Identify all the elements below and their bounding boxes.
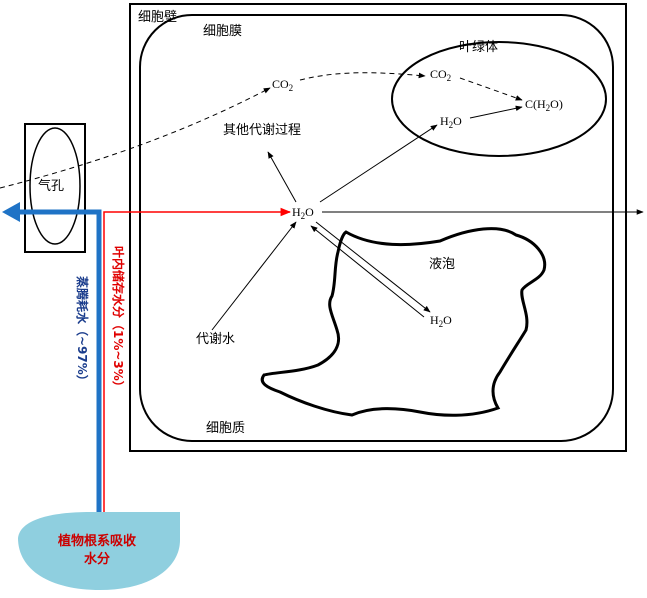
- transpiration-label: 蒸腾耗水（~97%）: [75, 276, 90, 387]
- co2-chloroplast-formula: CO2: [430, 67, 451, 83]
- arrow-h2o-to-metabolism: [267, 151, 297, 203]
- cell-wall-label: 细胞壁: [138, 10, 177, 25]
- stored-water-label: 叶内储存水分（1%~3%）: [111, 246, 126, 393]
- co2-outer-formula: CO2: [272, 77, 293, 93]
- arrow-vacuole-to-h2o: [310, 225, 425, 318]
- h2o-vacuole-formula: H2O: [430, 313, 452, 329]
- stoma-label: 气孔: [38, 178, 64, 194]
- arrow-h2o-to-chloroplast: [319, 124, 438, 203]
- cell-membrane-outline: [139, 14, 614, 442]
- arrow-h2o-to-vacuole: [315, 221, 431, 313]
- root-absorption-region: [18, 512, 180, 590]
- root-absorption-label-line1: 植物根系吸收: [57, 533, 137, 549]
- co2-dashed-path: [0, 87, 271, 189]
- stoma-pore: [29, 127, 81, 245]
- arrow-h2o-chloro-to-carb: [469, 105, 523, 119]
- chloroplast-label: 叶绿体: [459, 40, 498, 55]
- stoma-frame: [24, 123, 86, 253]
- metabolic-water-label: 代谢水: [196, 331, 235, 347]
- stored-water-flow-line: [103, 207, 292, 512]
- other-metabolism-label: 其他代谢过程: [223, 122, 301, 138]
- cytoplasm-label: 细胞质: [206, 421, 245, 436]
- carbohydrate-formula: C(H2O): [525, 97, 563, 113]
- h2o-chloroplast-formula: H2O: [440, 114, 462, 130]
- vacuole-label: 液泡: [429, 257, 455, 272]
- co2-to-chloroplast-dashed: [299, 72, 426, 81]
- co2-to-carbohydrate-dashed: [459, 77, 523, 101]
- vacuole-outline: [260, 227, 547, 417]
- cell-membrane-label: 细胞膜: [203, 24, 242, 39]
- transpiration-arrowhead: [2, 202, 20, 222]
- cell-wall-outline: [129, 3, 627, 452]
- h2o-center-formula: H2O: [292, 205, 314, 221]
- arrow-metabolic-water-to-h2o: [211, 221, 297, 331]
- chloroplast-outline: [391, 41, 607, 157]
- root-absorption-label-line2: 水分: [84, 551, 110, 567]
- transpiration-flow-line: [18, 209, 102, 512]
